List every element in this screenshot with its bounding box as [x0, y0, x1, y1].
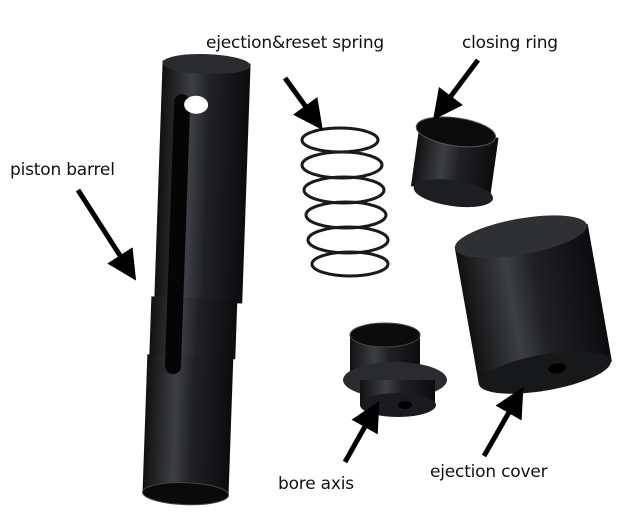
bore-axis-arrow [342, 400, 380, 464]
label-piston-barrel: piston barrel [10, 160, 115, 180]
closing-ring [410, 116, 499, 208]
label-closing-ring: closing ring [462, 33, 558, 53]
label-bore-axis: bore axis [278, 474, 354, 494]
bore-axis [343, 322, 447, 417]
piston-barrel [142, 53, 251, 506]
spring [300, 126, 390, 278]
closing-ring-arrow [433, 58, 480, 121]
piston-barrel-arrow [75, 188, 137, 281]
label-ejection-cover: ejection cover [430, 462, 548, 482]
ejection-cover [454, 215, 612, 394]
ejection-cover-arrow [481, 386, 524, 458]
spring-arrow [282, 76, 323, 131]
label-spring: ejection&reset spring [206, 33, 384, 53]
